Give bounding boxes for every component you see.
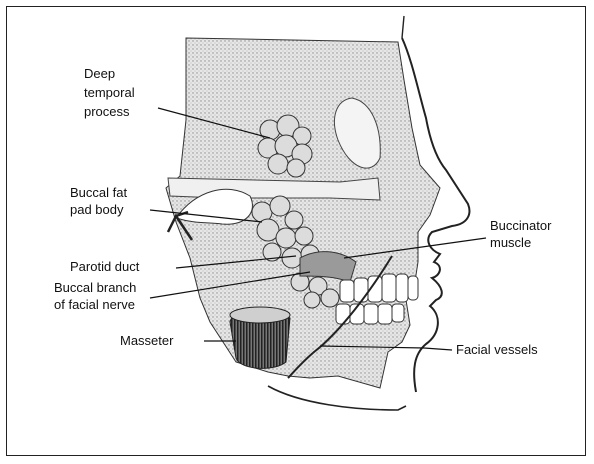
label-buccal-fat-line1: Buccal fat xyxy=(70,185,127,200)
label-buccal-branch: Buccal branch of facial nerve xyxy=(54,280,136,312)
label-buccal-fat-line2: pad body xyxy=(70,202,124,217)
label-parotid-duct: Parotid duct xyxy=(70,259,140,274)
label-masseter: Masseter xyxy=(120,333,174,348)
label-deep-temporal-line2: temporal xyxy=(84,85,135,100)
label-deep-temporal-process: Deep temporal process xyxy=(84,66,135,119)
label-buccal-branch-line2: of facial nerve xyxy=(54,297,135,312)
label-buccinator-line2: muscle xyxy=(490,235,531,250)
neck-line xyxy=(268,386,406,410)
label-deep-temporal-line1: Deep xyxy=(84,66,115,81)
label-buccinator-line1: Buccinator xyxy=(490,218,552,233)
label-buccal-branch-line1: Buccal branch xyxy=(54,280,136,295)
label-buccinator-muscle: Buccinator muscle xyxy=(490,218,552,250)
label-facial-vessels: Facial vessels xyxy=(456,342,538,357)
masseter-muscle xyxy=(230,307,290,368)
ear-line xyxy=(402,16,404,38)
label-deep-temporal-line3: process xyxy=(84,104,130,119)
label-buccal-fat-pad: Buccal fat pad body xyxy=(70,185,127,217)
